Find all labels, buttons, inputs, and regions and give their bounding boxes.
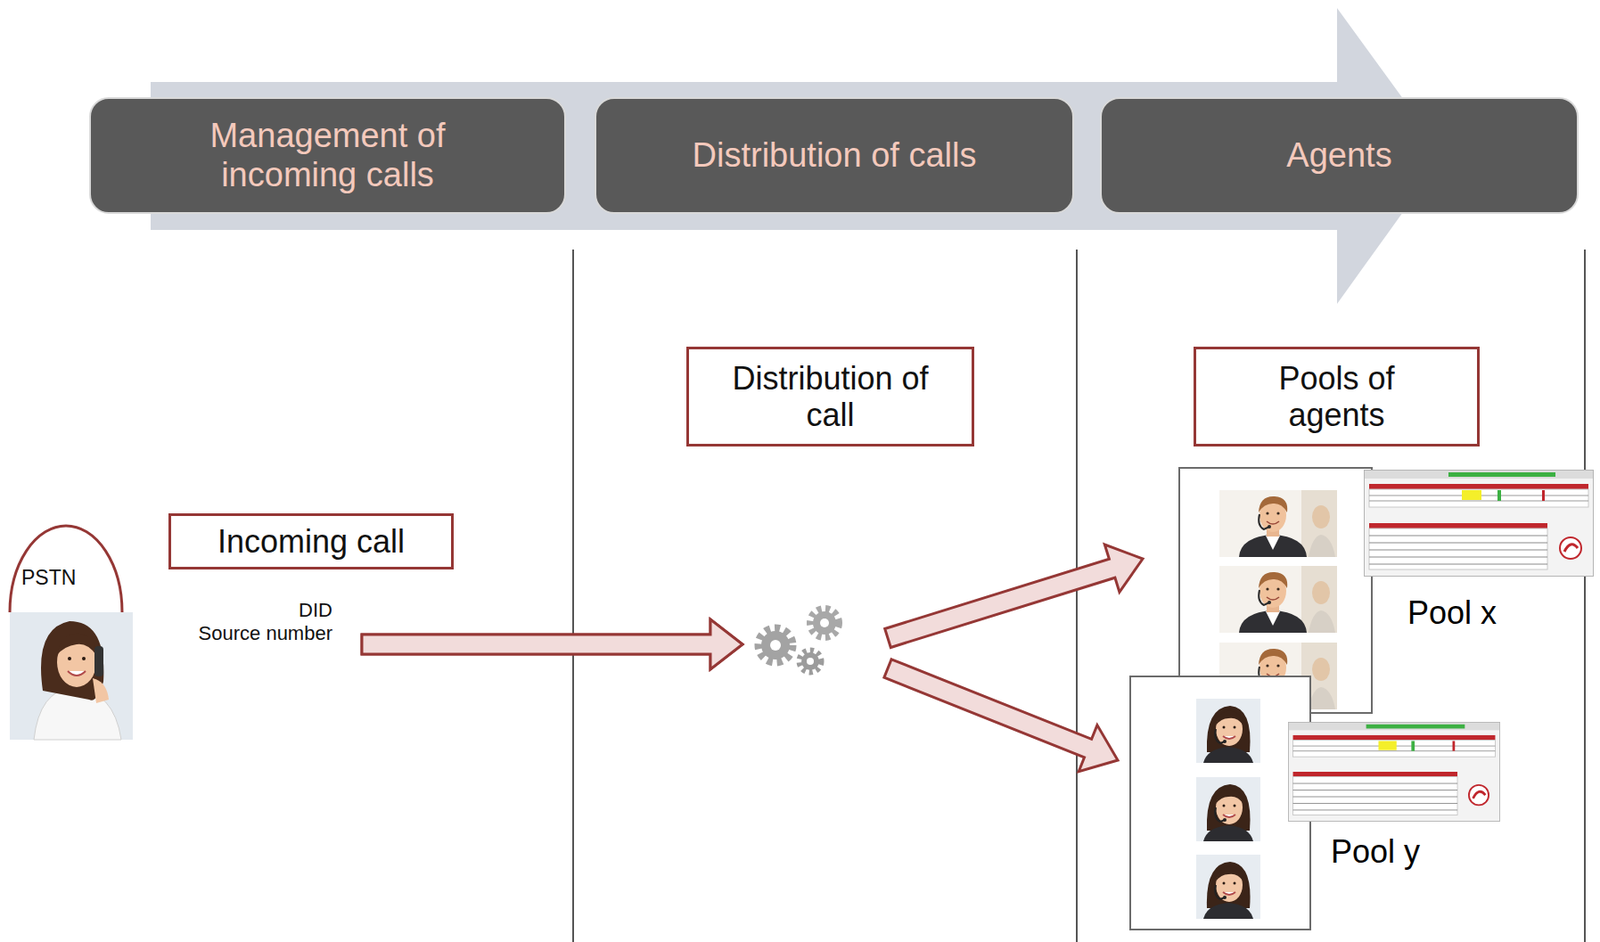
flow-arrow bbox=[361, 544, 1143, 670]
node-label: Pool y bbox=[1330, 833, 1420, 870]
node-label: Incoming call bbox=[217, 523, 405, 560]
node-label: Distribution of call bbox=[722, 360, 938, 435]
process-box: Distribution of call bbox=[686, 346, 975, 447]
arrow-shape bbox=[884, 659, 1118, 772]
stage-box: Distribution of calls bbox=[594, 97, 1075, 214]
agent-photo bbox=[1196, 854, 1261, 919]
process-box: Incoming call bbox=[168, 513, 454, 570]
column-separators bbox=[573, 249, 1585, 942]
arrow-shape bbox=[361, 619, 743, 670]
agent-photo bbox=[1219, 566, 1338, 633]
agent-photo bbox=[1196, 777, 1261, 842]
agent-pool: Pool y bbox=[1129, 675, 1312, 931]
arrow-shape bbox=[361, 619, 743, 670]
node-label: Pools of agents bbox=[1245, 360, 1428, 435]
signal-label: DID bbox=[298, 598, 333, 622]
dashboard-screenshot bbox=[1364, 470, 1594, 577]
stage-box: Management of incoming calls bbox=[89, 97, 567, 214]
agent-photos bbox=[1129, 675, 1522, 935]
arrow-shape bbox=[885, 544, 1143, 649]
gears-icon bbox=[758, 608, 839, 673]
dashboard-screenshot bbox=[1288, 722, 1500, 821]
process-box: Pools of agents bbox=[1193, 346, 1480, 447]
node-label: Distribution of calls bbox=[692, 136, 977, 176]
agent-photo bbox=[1219, 490, 1338, 558]
signal-label: Source number bbox=[198, 622, 333, 645]
node-label: Management of incoming calls bbox=[196, 116, 460, 195]
agent-photo bbox=[1196, 698, 1261, 764]
stage-box: Agents bbox=[1099, 97, 1579, 214]
node-label: Pool x bbox=[1407, 594, 1497, 632]
flow-arrow bbox=[361, 619, 1118, 772]
node-label: PSTN bbox=[21, 566, 76, 590]
node-label: Agents bbox=[1286, 136, 1392, 176]
